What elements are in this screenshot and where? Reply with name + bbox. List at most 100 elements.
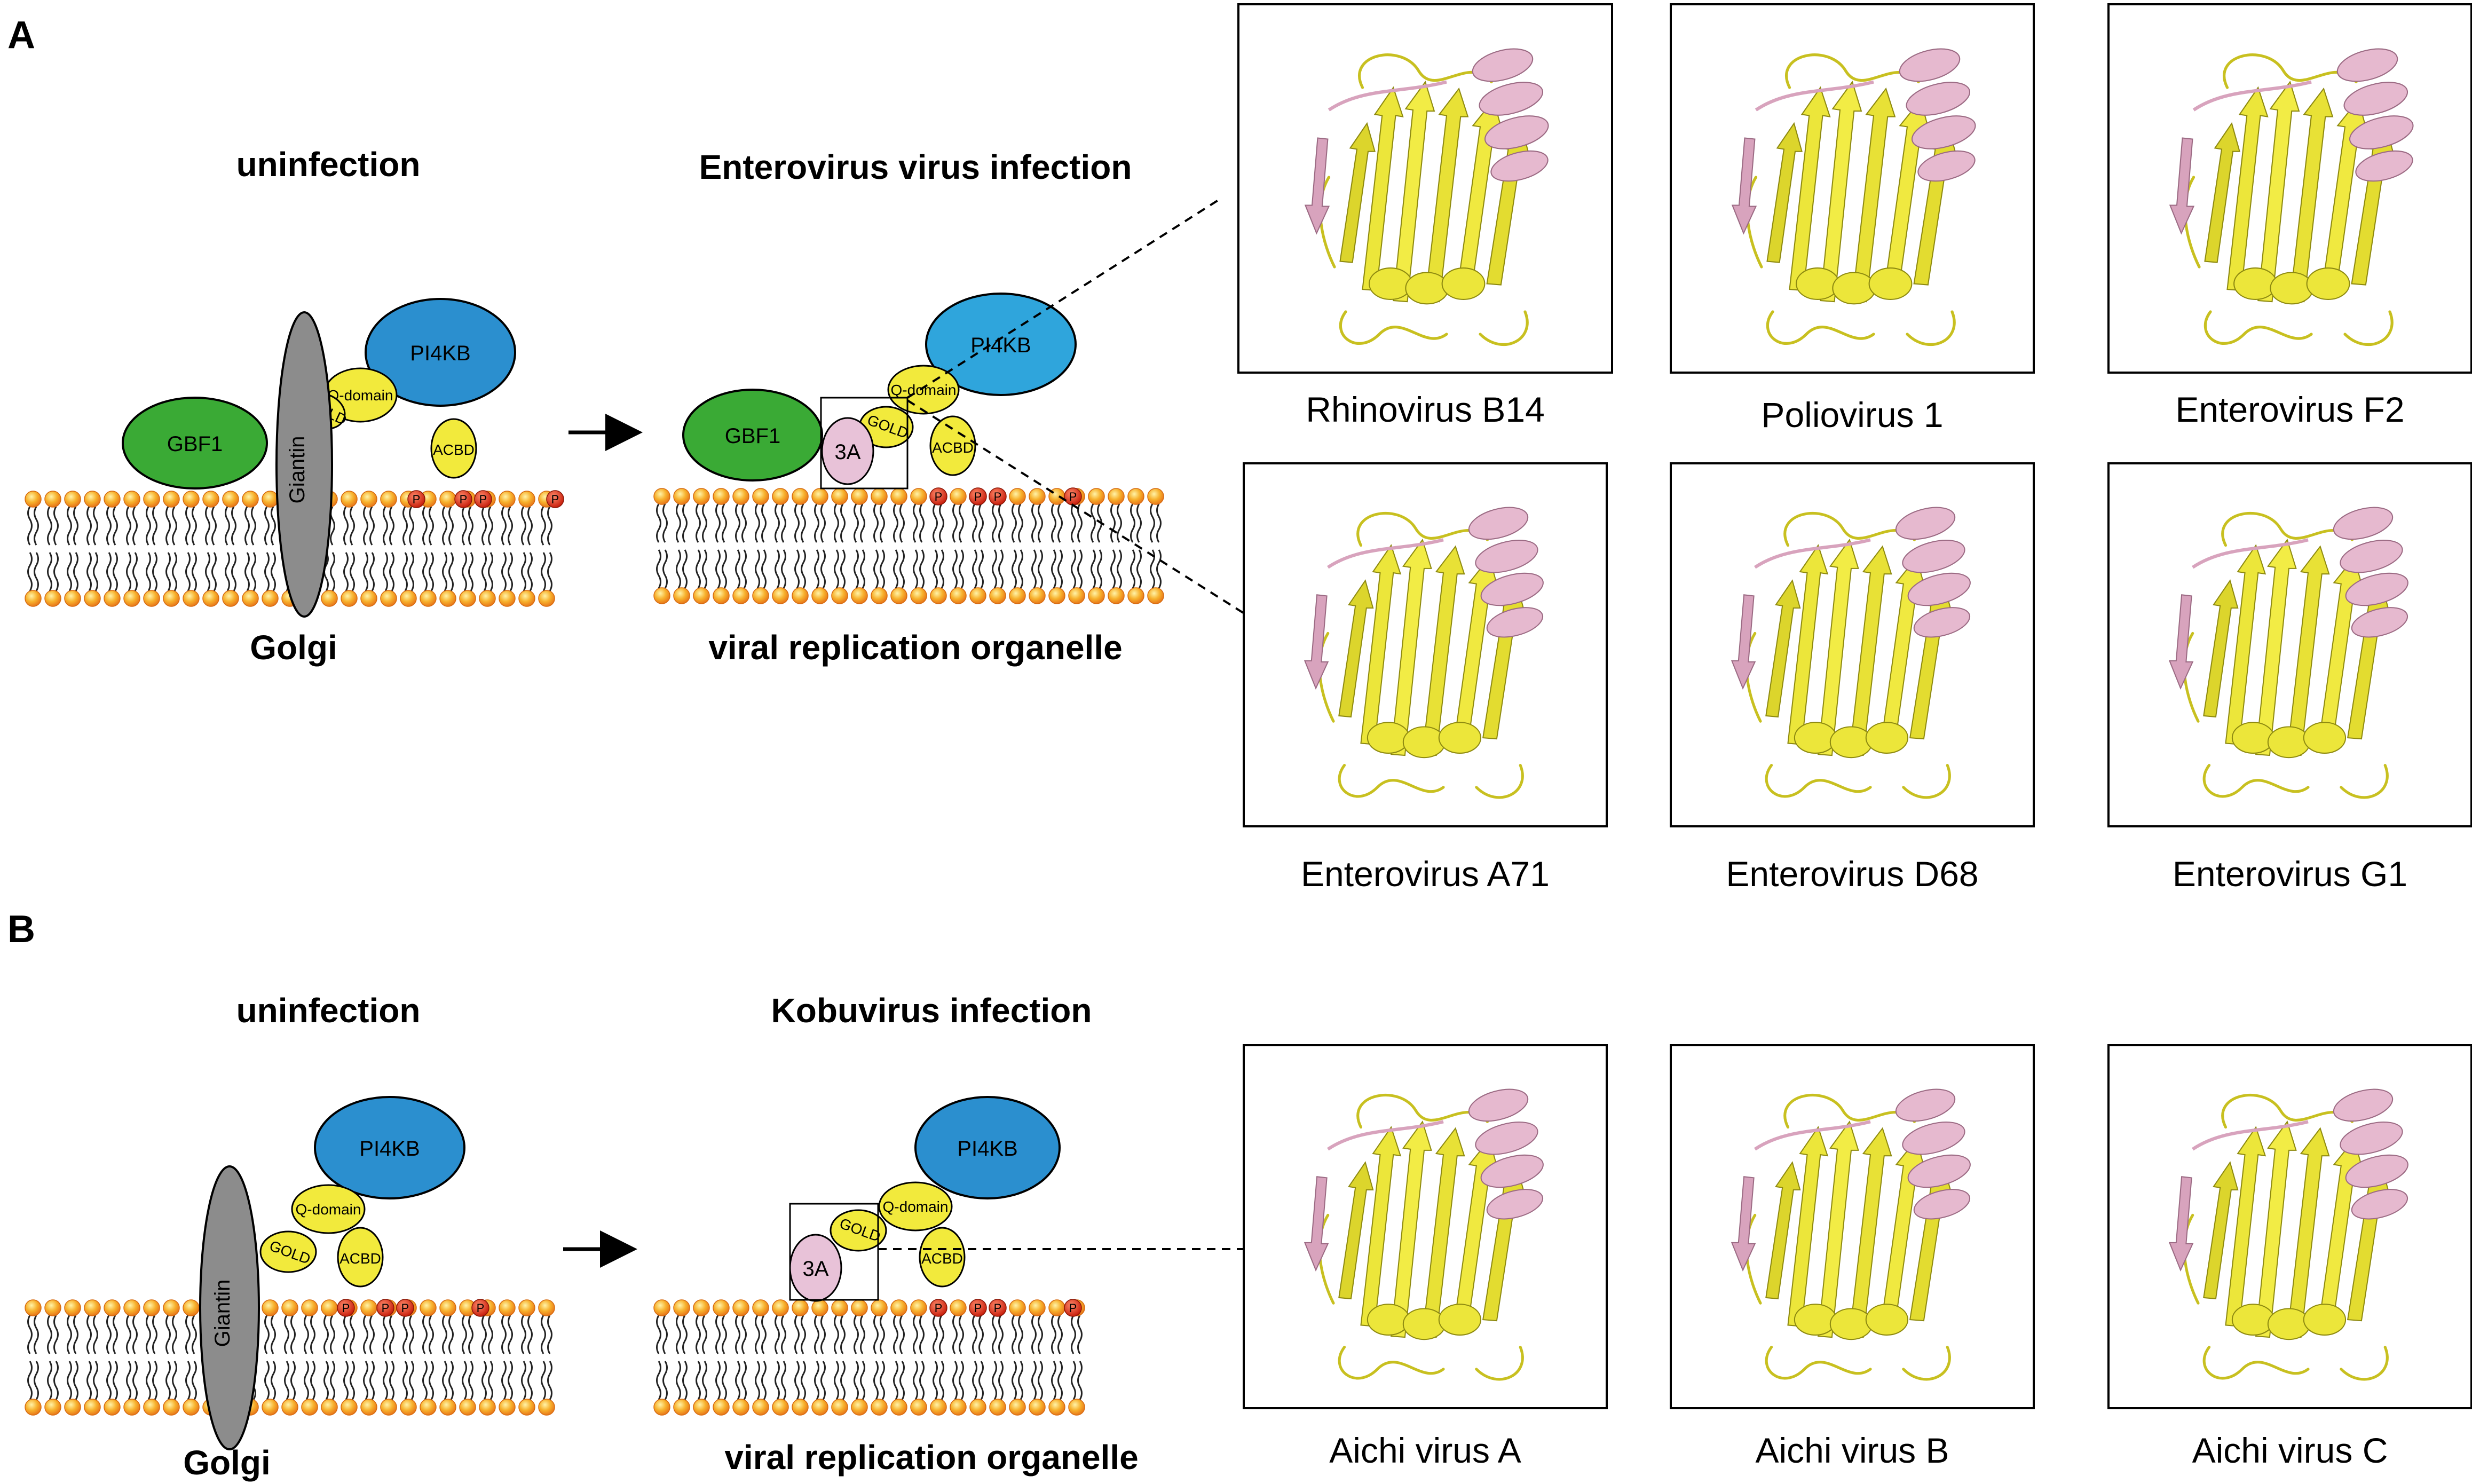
- zoom-box: [820, 397, 909, 490]
- lipid: [949, 487, 967, 605]
- acbd-label: ACBD: [921, 1250, 963, 1267]
- phospho-label: P: [994, 1301, 1002, 1315]
- lipid: [673, 487, 691, 605]
- structure-label: Aichi virus A: [1329, 1431, 1521, 1470]
- lipid: [791, 1299, 809, 1416]
- structure-label: Enterovirus F2: [2175, 390, 2404, 429]
- lipid: [44, 490, 62, 607]
- lipid: [281, 1299, 299, 1416]
- lipid: [692, 1299, 710, 1416]
- phospho-head: [989, 1299, 1007, 1317]
- lipid: [811, 1299, 829, 1416]
- lipid: [538, 1299, 556, 1416]
- panel-b-mid-title: Kobuvirus infection: [771, 991, 1092, 1030]
- phospho-head: [454, 490, 472, 508]
- lipid: [360, 1299, 378, 1416]
- lipid: [64, 1299, 82, 1416]
- lipid: [459, 1299, 477, 1416]
- 3a-label: 3A: [835, 440, 861, 464]
- lipid: [1028, 1299, 1046, 1416]
- lipid: [419, 1299, 437, 1416]
- lipid: [182, 490, 200, 607]
- gbf1-protein: [122, 397, 268, 490]
- phospho-head: [396, 1299, 414, 1317]
- phospho-label: P: [342, 1301, 350, 1315]
- lipid: [712, 487, 730, 605]
- acbd-label: ACBD: [433, 441, 475, 458]
- pi4kb-label: PI4KB: [410, 342, 470, 365]
- dashed-line-icon: [906, 399, 1250, 618]
- phospho-label: P: [460, 493, 468, 506]
- lipid: [1068, 1299, 1086, 1416]
- lipid: [340, 1299, 358, 1416]
- structure-label: Enterovirus G1: [2173, 854, 2407, 894]
- lipid: [24, 1299, 42, 1416]
- lipid: [811, 487, 829, 605]
- panel-b-mid-caption: viral replication organelle: [724, 1438, 1138, 1477]
- lipid: [83, 1299, 101, 1416]
- lipid: [498, 1299, 516, 1416]
- lipid: [890, 1299, 908, 1416]
- phospho-head: [1064, 1299, 1082, 1317]
- phospho-label: P: [935, 490, 943, 503]
- phospho-label: P: [401, 1301, 409, 1315]
- lipid: [1028, 487, 1046, 605]
- lipid: [439, 1299, 457, 1416]
- phospho-head: [929, 1299, 947, 1317]
- phospho-label: P: [974, 1301, 982, 1315]
- lipid: [380, 490, 398, 607]
- structure-box: [1237, 3, 1613, 374]
- lipid: [692, 487, 710, 605]
- lipid: [123, 490, 141, 607]
- acbd-domain: [430, 418, 477, 479]
- phospho-label: P: [479, 493, 487, 506]
- phospho-head: [989, 487, 1007, 506]
- giantin-label: Giantin: [211, 1280, 234, 1347]
- pi4kb-protein: [314, 1096, 465, 1199]
- structure-grid-a: Rhinovirus B14 Poliovirus 1 Enterovirus …: [1237, 3, 2472, 894]
- lipid: [712, 1299, 730, 1416]
- lipid: [538, 490, 556, 607]
- lipid: [103, 1299, 121, 1416]
- panel-letter-b: B: [7, 908, 35, 951]
- lipid: [64, 490, 82, 607]
- panel-a-mid-caption: viral replication organelle: [708, 628, 1122, 667]
- lipid: [44, 1299, 62, 1416]
- lipid: [752, 1299, 770, 1416]
- lipid: [222, 490, 240, 607]
- phospho-label: P: [1069, 490, 1077, 503]
- acbd-domain: [337, 1227, 384, 1288]
- structure-box: [2107, 462, 2472, 827]
- structure-label: Aichi virus C: [2192, 1431, 2388, 1470]
- lipid: [653, 487, 671, 605]
- structure-label: Enterovirus D68: [1726, 854, 1978, 894]
- lipid: [202, 490, 220, 607]
- dashed-line-icon: [906, 196, 1223, 399]
- structure-box: [1670, 462, 2035, 827]
- gbf1-label: GBF1: [725, 424, 780, 448]
- phospho-head: [546, 490, 564, 508]
- lipid: [1008, 487, 1026, 605]
- structure-grid-b: Aichi virus A Aichi virus B Aichi virus …: [1243, 1044, 2472, 1470]
- gold-domain: [259, 1230, 317, 1273]
- lipid: [831, 1299, 849, 1416]
- lipid: [929, 487, 947, 605]
- lipid: [989, 487, 1007, 605]
- structure-box: [2107, 1044, 2472, 1409]
- lipid: [360, 490, 378, 607]
- panel-a-left-caption: Golgi: [250, 628, 337, 667]
- giantin-label: Giantin: [286, 436, 309, 504]
- pi4kb-label: PI4KB: [359, 1137, 420, 1161]
- phospho-head: [929, 487, 947, 506]
- structure-label: Poliovirus 1: [1761, 395, 1943, 435]
- zoom-box: [789, 1203, 879, 1301]
- 3a-label: 3A: [803, 1257, 829, 1281]
- lipid: [518, 490, 536, 607]
- q-domain: [878, 1181, 953, 1232]
- lipid: [498, 490, 516, 607]
- gbf1-protein: [682, 389, 823, 481]
- panel-b-left-caption: Golgi: [183, 1443, 271, 1482]
- lipid: [459, 490, 477, 607]
